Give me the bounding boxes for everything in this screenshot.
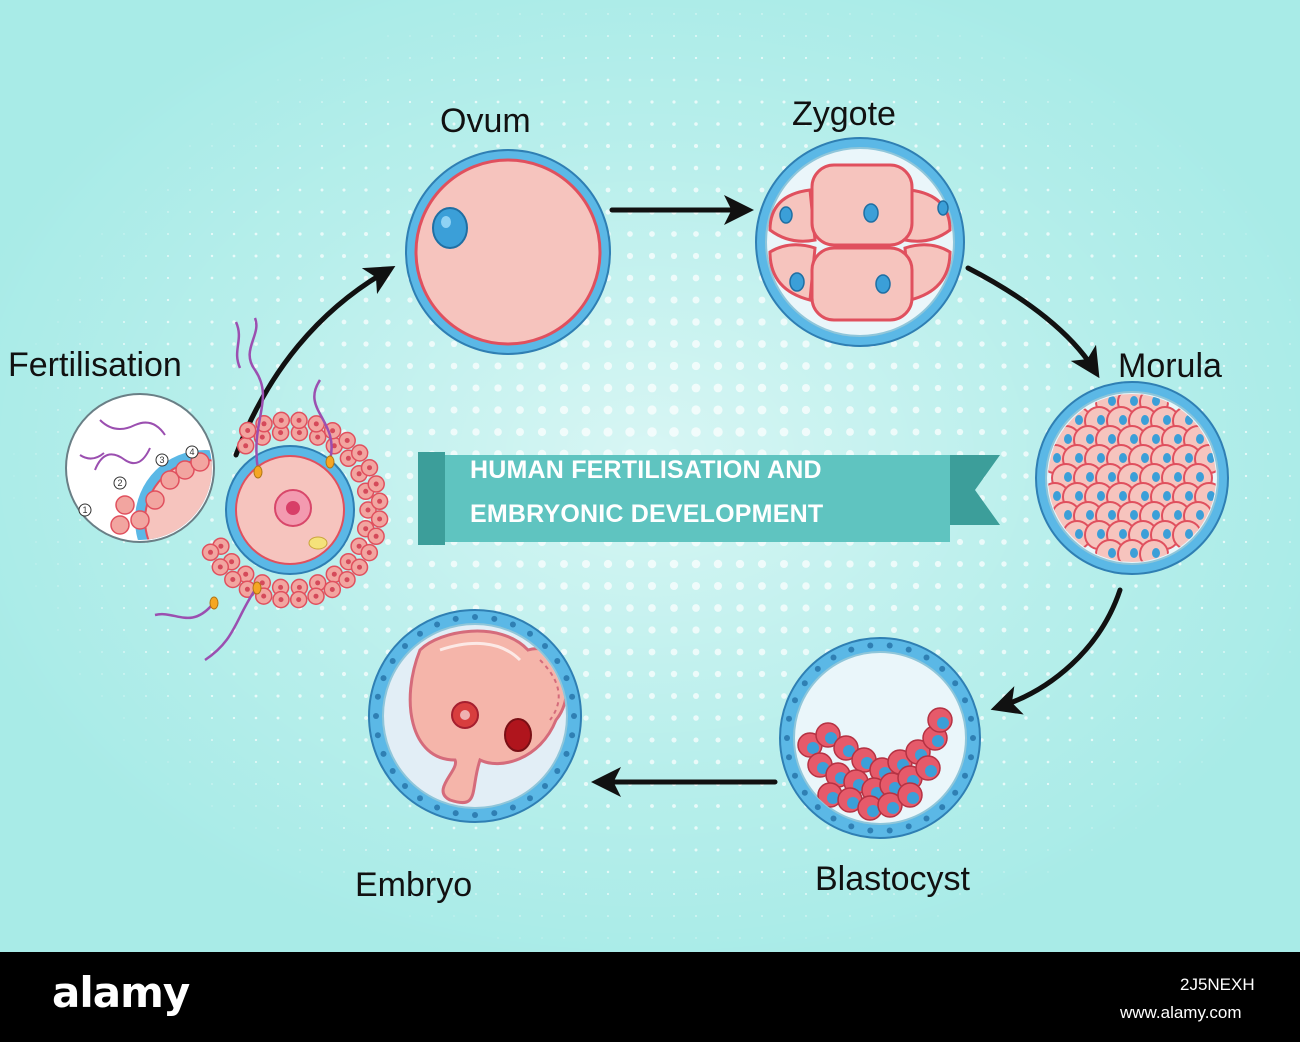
stage-label-embryo: Embryo (355, 866, 473, 904)
title-line-2: EMBRYONIC DEVELOPMENT (470, 500, 824, 528)
image-id: 2J5NEXH (1180, 975, 1255, 994)
ovum-illustration (405, 149, 611, 355)
embryo-illustration (368, 609, 582, 823)
stage-label-ovum: Ovum (440, 102, 531, 140)
site-url: www.alamy.com (1120, 1003, 1242, 1022)
footer-bar (0, 952, 1300, 1042)
blastocyst-illustration (779, 637, 981, 839)
zygote-illustration (755, 137, 965, 347)
step-marker-1: 1 (82, 505, 87, 515)
step-marker-4: 4 (189, 447, 194, 457)
step-marker-3: 3 (159, 455, 164, 465)
stage-label-morula: Morula (1118, 347, 1222, 385)
stage-label-blastocyst: Blastocyst (815, 860, 970, 898)
morula-illustration (1035, 381, 1229, 575)
inset-step-markers: 1 2 3 4 (78, 445, 199, 517)
sperm-cells (154, 317, 335, 662)
step-marker-2: 2 (117, 478, 122, 488)
diagram-artwork: 1 2 3 4 (0, 0, 1300, 952)
arrow-zygote-to-morula (965, 265, 1100, 379)
arrow-morula-to-blastocyst (990, 587, 1123, 715)
stage-label-fertilisation: Fertilisation (8, 346, 182, 384)
corona-radiata-cells (201, 411, 389, 609)
title-banner (418, 452, 1000, 545)
stage-label-zygote: Zygote (792, 95, 896, 133)
alamy-logo: alamy (52, 968, 190, 1017)
title-line-1: HUMAN FERTILISATION AND (470, 456, 822, 484)
